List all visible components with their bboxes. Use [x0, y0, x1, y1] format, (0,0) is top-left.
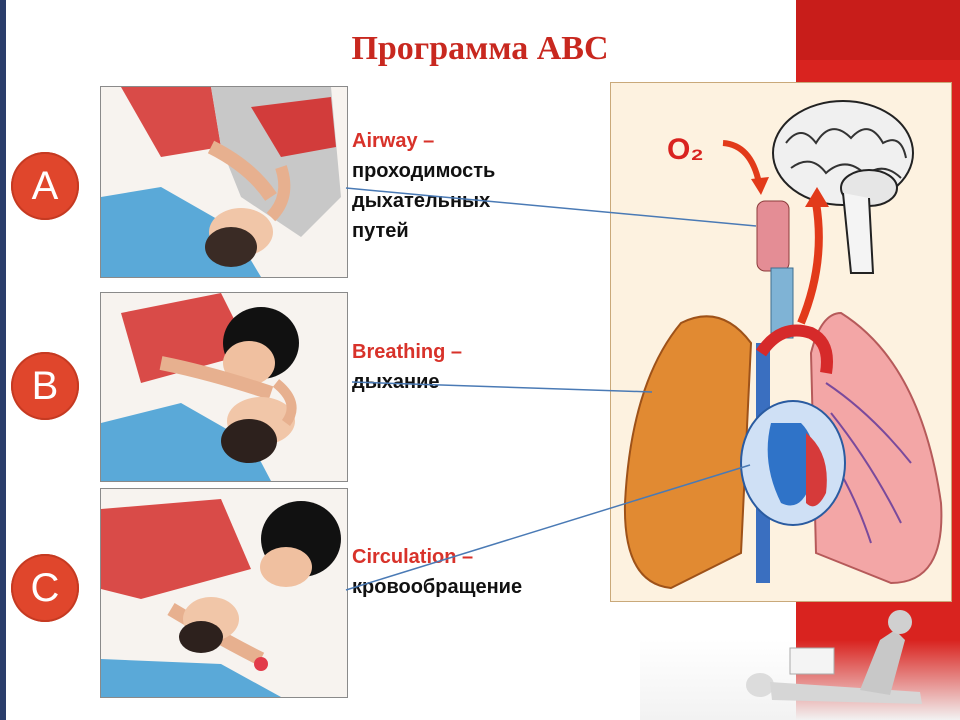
label-airway-line-1: проходимость	[352, 160, 496, 182]
cpr-figure-decoration	[746, 610, 922, 704]
slide-title: Программа АВС	[351, 30, 609, 67]
illustration-circulation	[100, 488, 348, 698]
label-breathing-title: Breathing –	[352, 341, 463, 363]
label-airway-line-3: путей	[352, 220, 409, 242]
illustration-airway	[100, 86, 348, 278]
illustration-breathing	[100, 292, 348, 482]
badge-b: B	[11, 352, 79, 420]
label-airway: Airway – проходимость дыхательных путей	[352, 126, 495, 246]
badge-a: A	[11, 152, 79, 220]
left-edge-stripe	[0, 0, 6, 720]
label-circulation-line-1: кровообращение	[352, 576, 523, 598]
label-breathing: Breathing – дыхание	[352, 337, 462, 397]
o2-label: O₂	[667, 133, 704, 166]
label-circulation: Circulation – кровообращение	[352, 542, 522, 602]
label-airway-title: Airway –	[352, 130, 435, 152]
badge-c: C	[11, 554, 79, 622]
label-breathing-line-1: дыхание	[352, 371, 440, 393]
right-red-band-top	[796, 0, 960, 60]
label-circulation-title: Circulation –	[352, 546, 474, 568]
label-airway-line-2: дыхательных	[352, 190, 491, 212]
anatomy-illustration: O₂	[610, 82, 952, 602]
brain-icon	[772, 100, 914, 274]
